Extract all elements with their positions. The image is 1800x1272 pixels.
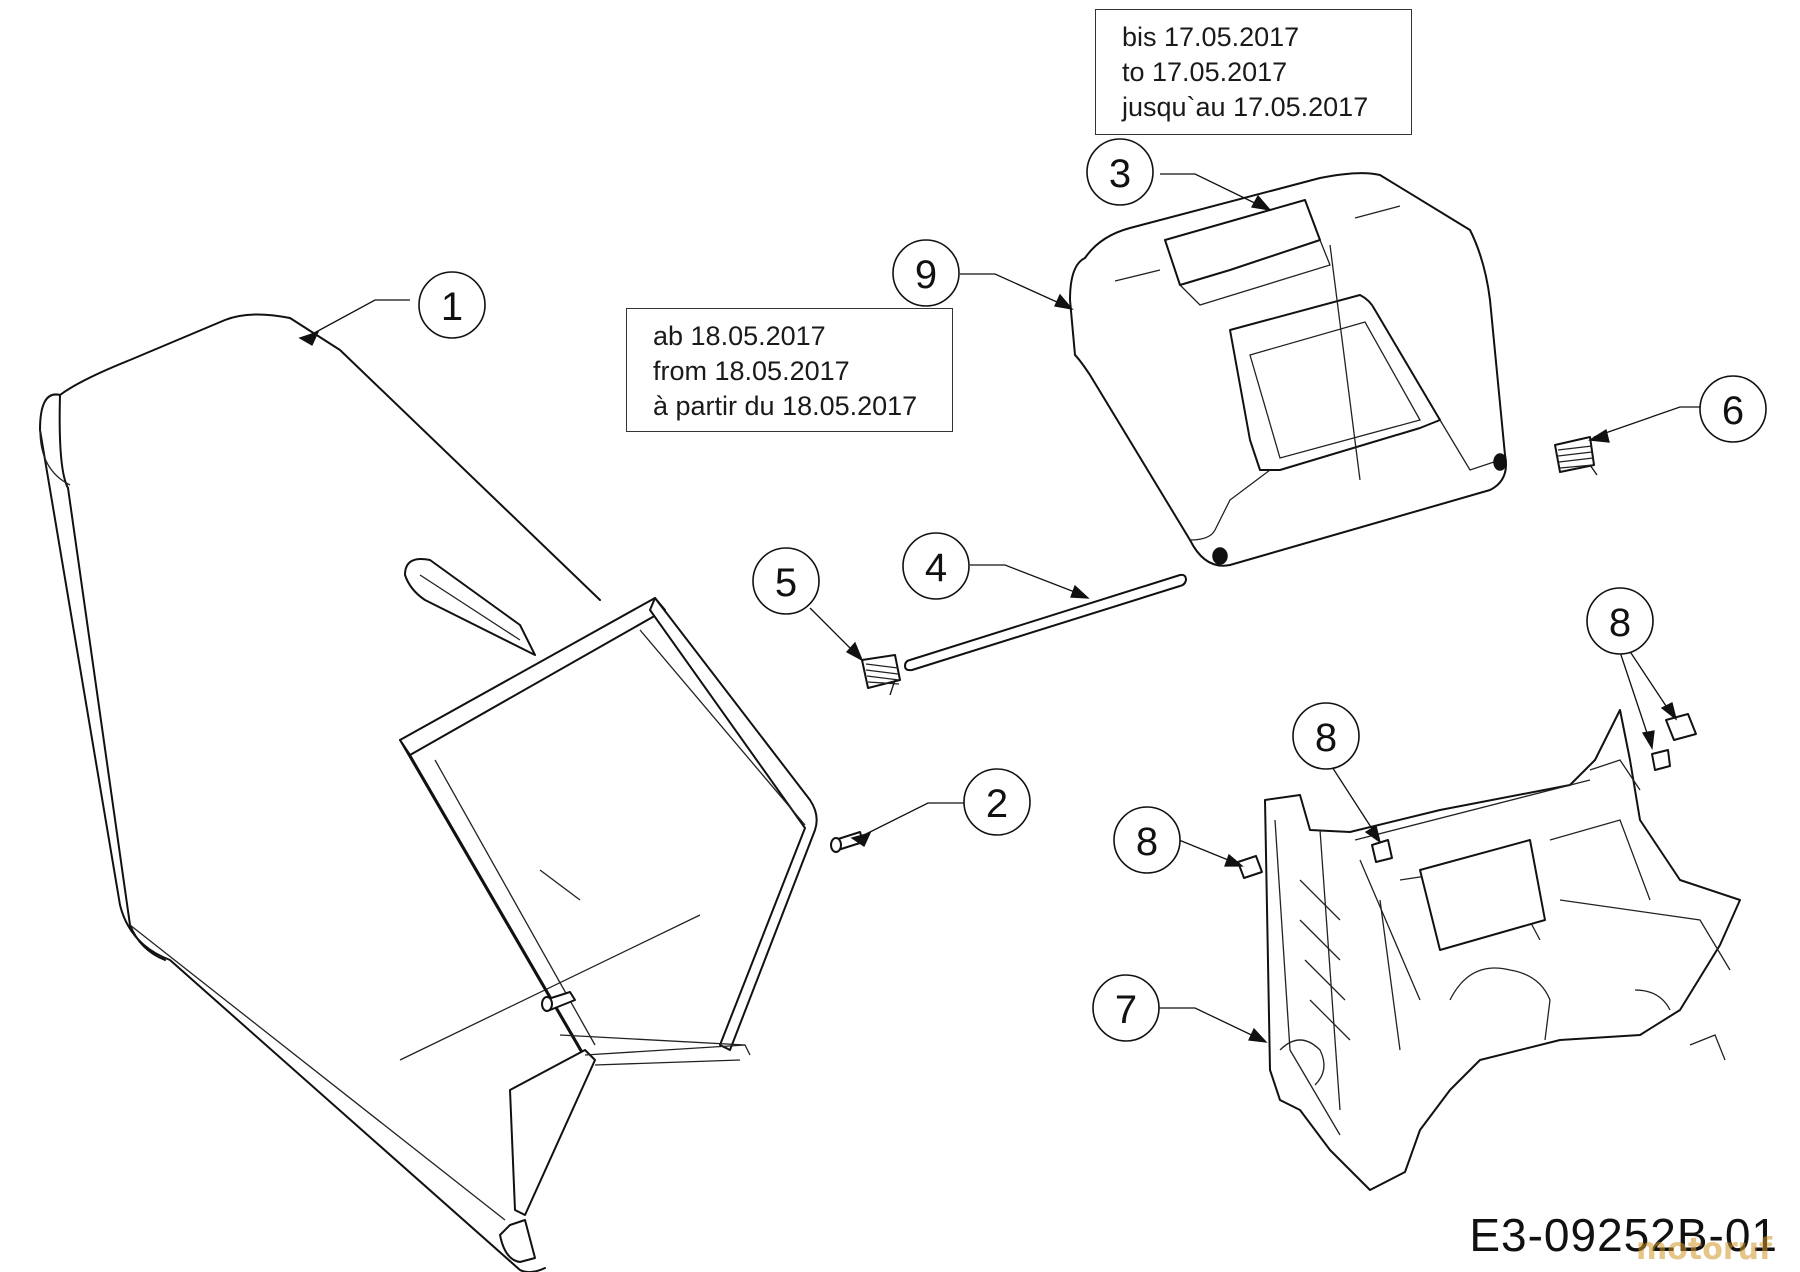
callout-8b: 8: [1292, 702, 1360, 770]
note-until-date: bis 17.05.2017 to 17.05.2017 jusqu`au 17…: [1095, 9, 1412, 135]
callout-8c: 8: [1586, 587, 1654, 655]
watermark-logo: motoruf: [1636, 1232, 1773, 1267]
callout-9: 9: [892, 239, 960, 307]
callout-3: 3: [1086, 138, 1154, 206]
callout-4-label: 4: [925, 546, 947, 590]
callout-2-label: 2: [986, 782, 1008, 826]
note-until-line-3: jusqu`au 17.05.2017: [1122, 92, 1369, 122]
callout-8b-label: 8: [1315, 716, 1337, 760]
callout-4: 4: [902, 532, 970, 600]
torsion-spring-right: [1554, 436, 1598, 476]
callout-2: 2: [963, 768, 1031, 836]
rear-housing: [1264, 709, 1741, 1191]
callout-8a: 8: [1113, 806, 1181, 874]
note-from-line-3: à partir du 18.05.2017: [653, 391, 918, 421]
callout-6-label: 6: [1722, 389, 1744, 433]
callout-3-label: 3: [1109, 152, 1131, 196]
note-until-line-2: to 17.05.2017: [1122, 57, 1288, 87]
note-from-date: ab 18.05.2017 from 18.05.2017 à partir d…: [626, 308, 953, 432]
callout-8c-label: 8: [1609, 601, 1631, 645]
grass-catcher-bag: [39, 313, 864, 1272]
callout-5: 5: [752, 547, 820, 615]
diagram-code: E3-09252B-01: [1469, 1209, 1778, 1261]
callout-1: 1: [418, 271, 486, 339]
discharge-flap: [1069, 172, 1507, 567]
callout-7: 7: [1092, 974, 1160, 1042]
callout-7-label: 7: [1115, 988, 1137, 1032]
callout-8a-label: 8: [1136, 820, 1158, 864]
callout-5-label: 5: [775, 561, 797, 605]
leader-lines: [298, 173, 1710, 1043]
note-from-line-1: ab 18.05.2017: [653, 321, 826, 351]
callout-1-label: 1: [441, 285, 463, 329]
flap-axle-rod: [904, 573, 1187, 672]
note-from-line-2: from 18.05.2017: [653, 356, 850, 386]
torsion-spring-left: [861, 654, 901, 696]
note-until-line-1: bis 17.05.2017: [1122, 22, 1300, 52]
callout-9-label: 9: [915, 253, 937, 297]
callout-6: 6: [1699, 375, 1767, 443]
clips: [1237, 713, 1697, 879]
